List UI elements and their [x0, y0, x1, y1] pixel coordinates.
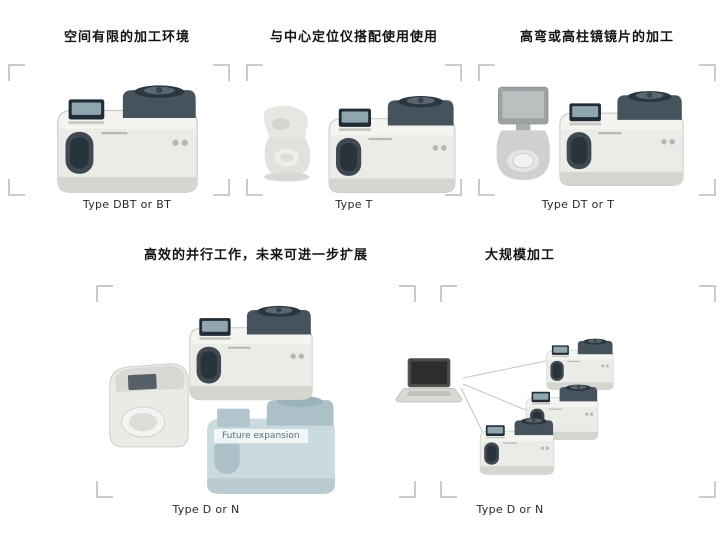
lens-edger-machine-illustration [553, 88, 690, 188]
section-title-large-scale: 大规模加工 [484, 248, 555, 263]
frame-corner [213, 64, 230, 81]
type-caption-with-centering: Type T [335, 198, 373, 211]
frame-corner [399, 285, 416, 302]
type-caption-high-curve: Type DT or T [541, 198, 615, 211]
frame-corner [699, 64, 716, 81]
frame-corner [399, 481, 416, 498]
lens-edger-machine-illustration [50, 82, 205, 195]
lens-edger-machine-illustration [322, 93, 462, 195]
image-frame-high-curve [478, 64, 716, 196]
centering-device-illustration [252, 100, 320, 183]
image-frame-large-scale [440, 285, 716, 498]
frame-corner [96, 481, 113, 498]
frame-corner [478, 179, 495, 196]
image-frame-parallel-work [96, 285, 416, 498]
future-expansion-machine-illustration [200, 393, 342, 496]
frame-corner [699, 285, 716, 302]
frame-corner [246, 179, 263, 196]
type-caption-large-scale: Type D or N [476, 503, 544, 516]
section-title-with-centering: 与中心定位仪搭配使用使用 [269, 30, 438, 45]
type-caption-limited-space: Type DBT or BT [82, 198, 172, 211]
section-title-parallel-work: 高效的并行工作，未来可进一步扩展 [143, 248, 368, 263]
image-frame-with-centering [246, 64, 462, 196]
frame-corner [8, 64, 25, 81]
frame-corner [699, 481, 716, 498]
measuring-device-with-screen-illustration [492, 84, 556, 188]
section-title-limited-space: 空间有限的加工环境 [63, 30, 190, 45]
frame-corner [246, 64, 263, 81]
frame-corner [213, 179, 230, 196]
frame-corner [445, 64, 462, 81]
frame-corner [478, 64, 495, 81]
frame-corner [440, 285, 457, 302]
section-title-high-curve: 高弯或高柱镜镜片的加工 [519, 30, 674, 45]
type-caption-parallel-work: Type D or N [172, 503, 240, 516]
frame-corner [445, 179, 462, 196]
lens-edger-machine-illustration [476, 416, 558, 476]
frame-corner [440, 481, 457, 498]
frame-corner [8, 179, 25, 196]
image-frame-limited-space [8, 64, 230, 196]
compact-machine-illustration [103, 352, 195, 452]
frame-corner [96, 285, 113, 302]
future-expansion-label: Future expansion [213, 428, 309, 444]
frame-corner [699, 179, 716, 196]
laptop-illustration [393, 352, 465, 410]
lens-edger-machine-illustration [183, 303, 319, 402]
